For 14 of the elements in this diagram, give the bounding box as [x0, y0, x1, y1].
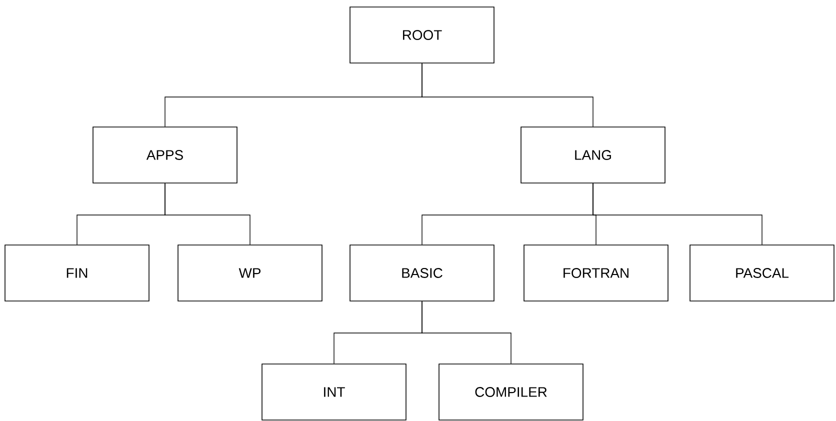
- connector-line: [592, 183, 762, 245]
- connector-line: [422, 301, 512, 364]
- tree-box: FIN: [4, 244, 150, 302]
- tree-box: BASIC: [350, 244, 494, 302]
- tree-box: PASCAL: [690, 244, 834, 302]
- tree-box: WP: [178, 244, 322, 302]
- tree-box: APPS: [92, 126, 238, 184]
- tree-box: INT: [262, 364, 406, 420]
- tree-box: COMPILER: [438, 364, 584, 420]
- tree-box: LANG: [520, 126, 666, 184]
- connector-line: [422, 63, 594, 127]
- tree-box: ROOT: [350, 6, 494, 64]
- connector-line: [164, 183, 250, 245]
- tree-box: FORTRAN: [524, 244, 668, 302]
